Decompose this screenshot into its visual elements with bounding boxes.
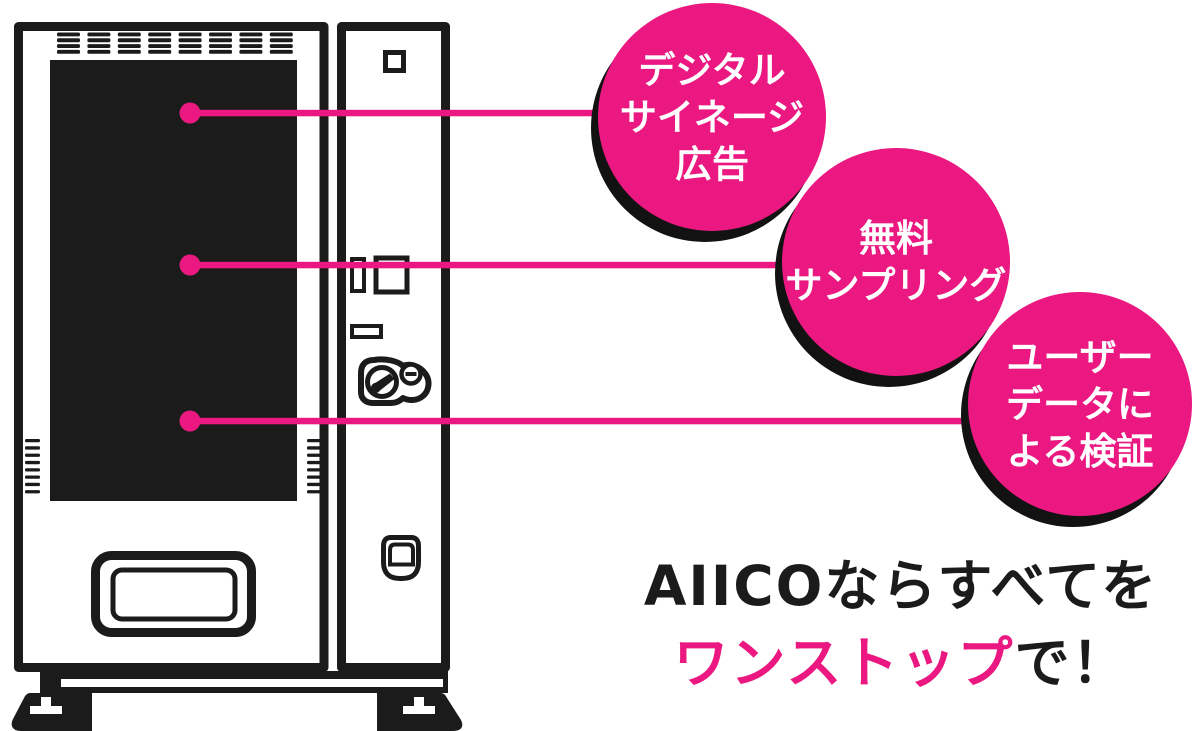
connector-line-1 [190, 109, 620, 117]
callout-free-sampling: 無料 サンプリング [782, 148, 1010, 376]
callout-connectors [179, 102, 990, 432]
machine-base [40, 671, 448, 693]
connector-dot-2 [179, 254, 201, 276]
tagline-line2: ワンストップで！ [595, 625, 1200, 702]
tagline: AIICOならすべてを ワンストップで！ [595, 548, 1200, 702]
card-slot [350, 324, 383, 339]
tagline-highlight: ワンストップ [673, 631, 1015, 695]
pickup-tray [91, 551, 256, 637]
connector-dot-1 [179, 102, 201, 124]
callout-digital-signage-ad: デジタル サイネージ 広告 [598, 3, 826, 231]
bill-slot [350, 257, 366, 293]
lock-assembly [358, 356, 432, 406]
connector-line-3 [190, 417, 990, 425]
tagline-line2-rest: で！ [1014, 631, 1129, 695]
connector-dot-3 [179, 410, 201, 432]
door-indicator-window [383, 50, 406, 73]
connector-line-2 [190, 261, 802, 269]
door-handle [381, 535, 421, 581]
tagline-line1: AIICOならすべてを [643, 554, 1159, 618]
key-icon [371, 373, 395, 394]
callout-user-data-validation: ユーザー データに よる検証 [968, 292, 1192, 516]
machine-screen [50, 60, 297, 501]
coin-slot [373, 255, 410, 295]
machine-feet [11, 693, 463, 731]
